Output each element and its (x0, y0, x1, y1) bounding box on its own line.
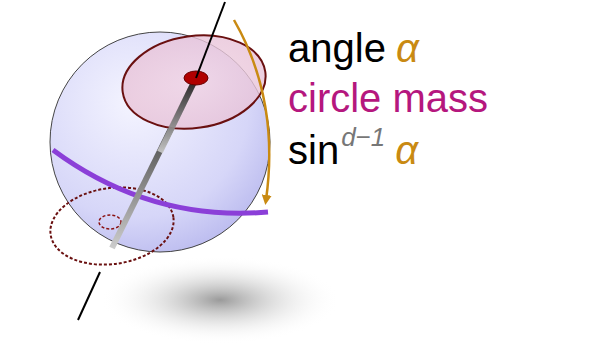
axis-line (196, 2, 225, 78)
shadow (100, 256, 340, 344)
angle-symbol: α (396, 28, 419, 68)
circle-mass-label: circle mass (288, 78, 488, 118)
back-cap-circle (45, 180, 178, 273)
alpha-symbol: α (395, 130, 418, 170)
sine-label: sin (288, 130, 339, 170)
exponent-label: d−1 (341, 124, 385, 150)
back-dot (99, 215, 121, 229)
axis-inside (160, 78, 196, 152)
angle-arrow (234, 20, 269, 200)
angle-label: angle (288, 28, 386, 68)
cap-circle (116, 26, 271, 137)
purple-circle (53, 150, 268, 213)
axis-line (78, 272, 100, 320)
